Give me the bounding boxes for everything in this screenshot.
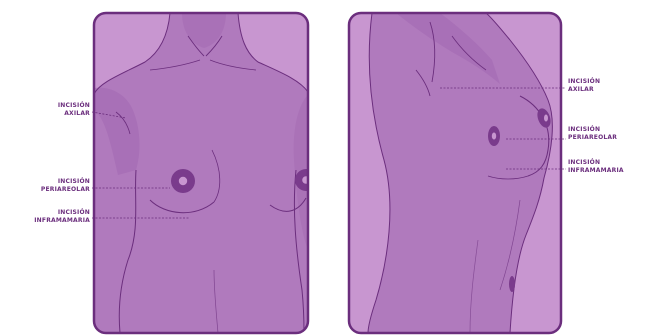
side-front-nipple (544, 115, 548, 122)
side-inframamaria-label-line1: INCISIÓN (568, 159, 624, 167)
side-inframamaria-label-line2: INFRAMAMARIA (568, 167, 624, 175)
side-periareolar-label: INCISIÓN PERIAREOLAR (568, 126, 617, 142)
side-periareolar-label-line2: PERIAREOLAR (568, 134, 617, 142)
front-axilar-label-line1: INCISIÓN (58, 102, 90, 110)
front-inframamaria-label-line1: INCISIÓN (34, 209, 90, 217)
side-periareolar-label-line1: INCISIÓN (568, 126, 617, 134)
front-view-panel (94, 13, 317, 333)
front-periareolar-label-line2: PERIAREOLAR (41, 186, 90, 194)
front-periareolar-label-line1: INCISIÓN (41, 178, 90, 186)
front-axilar-label: INCISIÓN AXILAR (58, 102, 90, 118)
side-axilar-label: INCISIÓN AXILAR (568, 78, 600, 94)
front-inframamaria-label: INCISIÓN INFRAMAMARIA (34, 209, 90, 225)
front-axilar-label-line2: AXILAR (58, 110, 90, 118)
side-rear-nipple (492, 133, 496, 140)
side-axilar-label-line2: AXILAR (568, 86, 600, 94)
side-lower-mark (509, 276, 515, 292)
front-periareolar-label: INCISIÓN PERIAREOLAR (41, 178, 90, 194)
front-left-nipple (179, 177, 187, 185)
side-axilar-label-line1: INCISIÓN (568, 78, 600, 86)
side-view-panel (349, 13, 561, 333)
side-inframamaria-label: INCISIÓN INFRAMAMARIA (568, 159, 624, 175)
front-inframamaria-label-line2: INFRAMAMARIA (34, 217, 90, 225)
